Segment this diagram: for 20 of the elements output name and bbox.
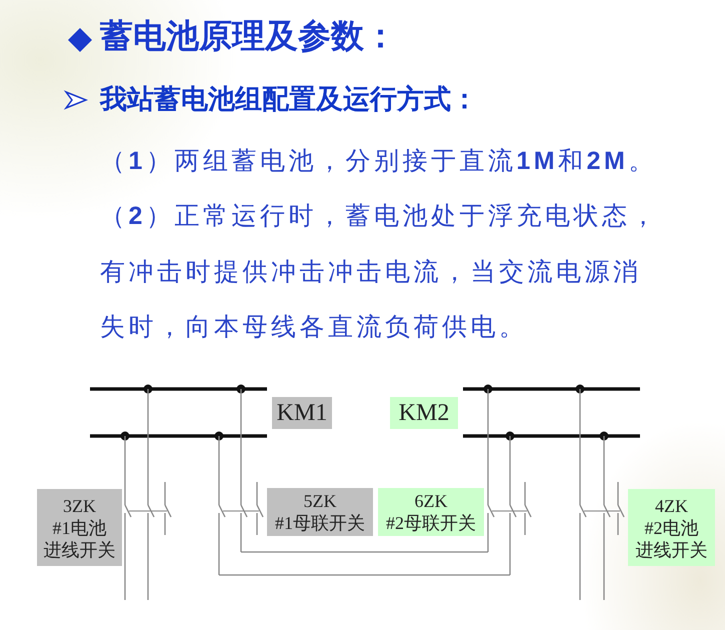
label-text: #2母联开关 [385, 512, 477, 534]
busbar-label [390, 397, 458, 429]
switch-label [628, 489, 715, 566]
subheading: 我站蓄电池组配置及运行方式： [100, 83, 478, 117]
switch-label [267, 488, 373, 536]
paragraph: （2）正常运行时，蓄电池处于浮充电状态，有冲击时提供冲击冲击电流，当交流电源消失时，向本母线各直流负荷供电。 [100, 200, 660, 343]
label-text: 4ZK [654, 494, 689, 516]
label-text: #1母联开关 [274, 512, 366, 534]
label-text: #1电池 [52, 516, 108, 538]
label-text: KM1 [276, 399, 328, 427]
label-text: 6ZK [414, 490, 448, 512]
title: 蓄电池原理及参数： [100, 15, 397, 57]
label-text: 进线开关 [42, 538, 116, 560]
switch-label [37, 489, 122, 566]
label-text: KM2 [398, 399, 450, 427]
switch-label [378, 488, 484, 536]
label-text: 5ZK [302, 490, 338, 512]
label-text: 进线开关 [634, 538, 708, 560]
label-text: #2电池 [644, 516, 700, 538]
label-text: 3ZK [62, 494, 97, 516]
